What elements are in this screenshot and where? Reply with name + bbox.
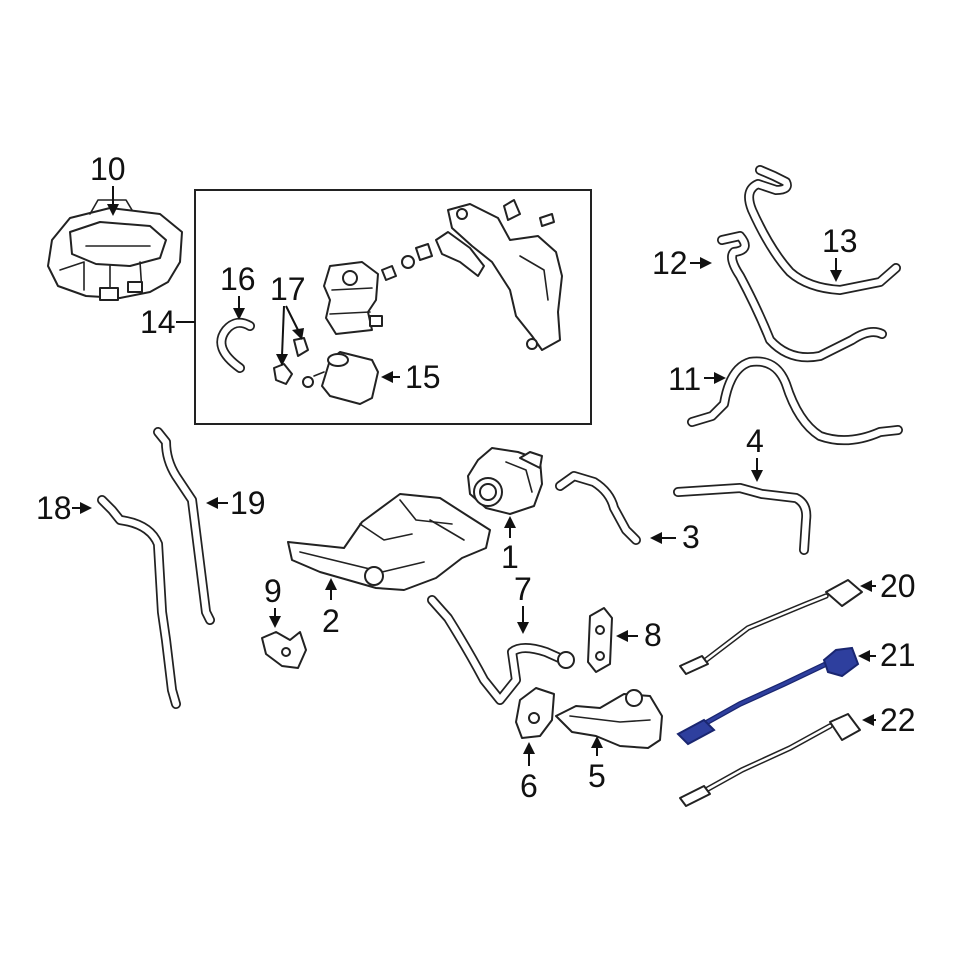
callout-19: 19 xyxy=(206,485,266,521)
callout-label-7: 7 xyxy=(514,571,532,607)
part-7-pipe[interactable] xyxy=(427,595,575,705)
part-10-housing[interactable] xyxy=(47,199,183,301)
callout-label-22: 22 xyxy=(880,702,916,738)
callout-label-3: 3 xyxy=(682,519,700,555)
callout-16: 16 xyxy=(220,261,256,320)
callout-17: 17 xyxy=(270,271,306,366)
part-14-valve[interactable] xyxy=(323,261,383,335)
callout-label-14: 14 xyxy=(140,304,176,340)
callout-9: 9 xyxy=(264,573,282,628)
callout-15: 15 xyxy=(381,359,441,395)
part-22-sensor[interactable] xyxy=(679,713,861,807)
callout-12: 12 xyxy=(652,245,712,281)
callout-7: 7 xyxy=(514,571,532,634)
callout-label-21: 21 xyxy=(880,637,916,673)
part-20-sensor[interactable] xyxy=(679,579,863,675)
callout-label-4: 4 xyxy=(746,423,764,459)
callout-label-8: 8 xyxy=(644,617,662,653)
callout-label-5: 5 xyxy=(588,758,606,794)
callout-label-18: 18 xyxy=(36,490,72,526)
part-6-gasket[interactable] xyxy=(515,687,555,739)
part-5-cooler[interactable] xyxy=(555,689,663,749)
callout-label-19: 19 xyxy=(230,485,266,521)
callout-label-13: 13 xyxy=(822,223,858,259)
callout-label-9: 9 xyxy=(264,573,282,609)
callout-13: 13 xyxy=(822,223,858,282)
callout-label-16: 16 xyxy=(220,261,256,297)
callout-label-1: 1 xyxy=(501,539,519,575)
callout-20: 20 xyxy=(860,568,916,604)
part-21-sensor[interactable] xyxy=(676,646,860,746)
callout-label-20: 20 xyxy=(880,568,916,604)
part-15-canister[interactable] xyxy=(313,351,379,405)
part-16-hose[interactable] xyxy=(216,317,255,373)
callout-5: 5 xyxy=(588,736,606,794)
part-14-assembly-box[interactable] xyxy=(194,189,592,425)
part-3-hose[interactable] xyxy=(555,471,641,545)
callout-label-17: 17 xyxy=(270,271,306,307)
part-18-hose[interactable] xyxy=(97,495,181,709)
part-8-gasket[interactable] xyxy=(587,607,613,673)
callout-label-2: 2 xyxy=(322,603,340,639)
callout-3: 3 xyxy=(650,519,700,555)
fasteners xyxy=(381,199,555,281)
callout-8: 8 xyxy=(616,617,662,653)
callout-label-10: 10 xyxy=(90,151,126,187)
part-12-hose[interactable] xyxy=(717,231,887,363)
part-17-clips[interactable] xyxy=(273,337,314,388)
callout-18: 18 xyxy=(36,490,92,526)
callout-2: 2 xyxy=(322,578,340,639)
callout-6: 6 xyxy=(520,742,538,804)
callout-10: 10 xyxy=(90,151,126,216)
callout-1: 1 xyxy=(501,516,519,575)
callout-4: 4 xyxy=(746,423,764,482)
part-2-shield[interactable] xyxy=(287,493,491,591)
part-9-bracket[interactable] xyxy=(261,631,307,669)
callout-22: 22 xyxy=(862,702,916,738)
callout-label-11: 11 xyxy=(668,361,701,397)
callout-label-15: 15 xyxy=(405,359,441,395)
part-14-bracket[interactable] xyxy=(435,203,563,351)
part-19-hose[interactable] xyxy=(153,427,215,625)
callout-11: 11 xyxy=(668,361,726,397)
callout-21: 21 xyxy=(858,637,916,673)
callout-14: 14 xyxy=(140,304,195,340)
part-13-hose[interactable] xyxy=(744,165,901,295)
part-11-hose[interactable] xyxy=(687,356,903,446)
callout-label-6: 6 xyxy=(520,768,538,804)
part-1-pump[interactable] xyxy=(467,447,543,515)
callout-label-12: 12 xyxy=(652,245,688,281)
part-4-hose[interactable] xyxy=(673,483,812,555)
